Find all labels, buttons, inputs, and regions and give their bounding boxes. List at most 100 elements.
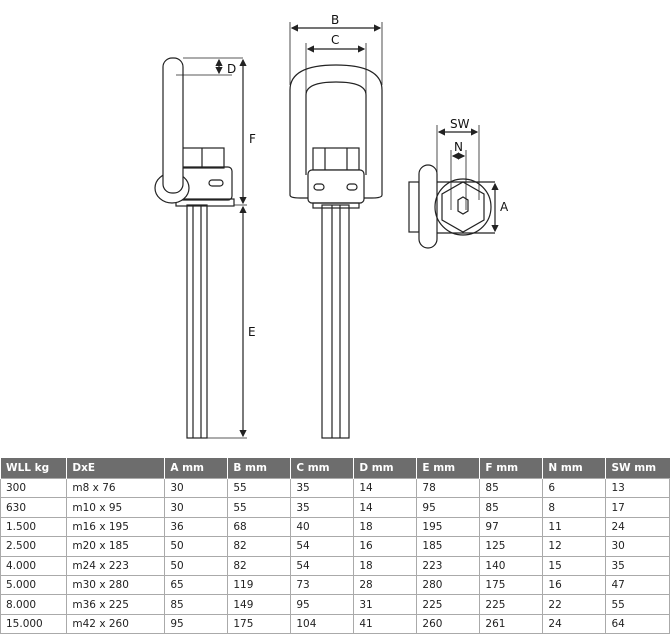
table-cell: 40	[290, 516, 355, 538]
table-cell: m16 x 195	[66, 516, 166, 538]
column-header: F mm	[479, 458, 543, 479]
table-cell: m36 x 225	[66, 594, 166, 615]
table-cell: 16	[542, 574, 607, 596]
dim-label-e: E	[248, 325, 256, 339]
table-cell: 15.000	[0, 613, 68, 635]
table-cell: 6	[542, 477, 607, 499]
table-cell: 261	[479, 613, 544, 635]
table-cell: 13	[605, 477, 670, 499]
table-cell: 225	[416, 594, 481, 615]
table-cell: 18	[353, 555, 418, 576]
table-cell: 104	[290, 613, 355, 635]
table-cell: 36	[164, 516, 229, 538]
table-cell: 28	[353, 574, 418, 596]
table-cell: 4.000	[0, 555, 68, 576]
front-view: B C	[289, 13, 383, 439]
table-cell: 260	[416, 613, 481, 635]
table-cell: 30	[605, 536, 670, 557]
table-cell: 31	[353, 594, 418, 615]
table-cell: 35	[605, 555, 670, 576]
table-cell: 50	[164, 536, 229, 557]
table-cell: 95	[416, 497, 481, 518]
table-cell: 55	[227, 497, 292, 518]
table-cell: 22	[542, 594, 607, 615]
side-view: D F E	[154, 57, 256, 439]
table-cell: 54	[290, 555, 355, 576]
column-header: D mm	[353, 458, 417, 479]
table-cell: 24	[542, 613, 607, 635]
table-cell: 300	[0, 477, 68, 499]
dim-label-d: D	[227, 62, 236, 76]
table-cell: 225	[479, 594, 544, 615]
dim-label-sw: SW	[450, 117, 470, 131]
table-cell: 85	[164, 594, 229, 615]
table-cell: m10 x 95	[66, 497, 166, 518]
table-cell: 119	[227, 574, 292, 596]
dim-label-c: C	[331, 33, 339, 47]
top-view: SW N A	[408, 117, 509, 249]
dim-label-n: N	[454, 140, 463, 154]
table-cell: 35	[290, 477, 355, 499]
technical-drawing: D F E B C SW N A	[154, 13, 509, 439]
table-cell: 82	[227, 536, 292, 557]
column-header: B mm	[227, 458, 291, 479]
table-cell: 24	[605, 516, 670, 538]
table-cell: 149	[227, 594, 292, 615]
dim-label-b: B	[331, 13, 339, 27]
table-cell: 55	[227, 477, 292, 499]
table-cell: 82	[227, 555, 292, 576]
table-cell: m24 x 223	[66, 555, 166, 576]
table-cell: 95	[290, 594, 355, 615]
column-header: WLL kg	[0, 458, 67, 479]
dim-label-a: A	[500, 200, 509, 214]
table-cell: 223	[416, 555, 481, 576]
column-header: N mm	[542, 458, 606, 479]
table-cell: 97	[479, 516, 544, 538]
table-cell: 85	[479, 477, 544, 499]
table-cell: m30 x 280	[66, 574, 166, 596]
table-cell: 16	[353, 536, 418, 557]
table-cell: 54	[290, 536, 355, 557]
table-cell: m8 x 76	[66, 477, 166, 499]
table-cell: 30	[164, 497, 229, 518]
table-cell: 35	[290, 497, 355, 518]
table-cell: 280	[416, 574, 481, 596]
table-cell: 8	[542, 497, 607, 518]
table-cell: 50	[164, 555, 229, 576]
table-cell: 630	[0, 497, 68, 518]
table-cell: 41	[353, 613, 418, 635]
table-cell: 12	[542, 536, 607, 557]
table-cell: 17	[605, 497, 670, 518]
table-cell: 85	[479, 497, 544, 518]
table-cell: 78	[416, 477, 481, 499]
table-cell: 2.500	[0, 536, 68, 557]
table-cell: 185	[416, 536, 481, 557]
table-cell: 30	[164, 477, 229, 499]
table-cell: 125	[479, 536, 544, 557]
table-cell: 15	[542, 555, 607, 576]
column-header: DxE	[66, 458, 165, 479]
table-cell: 175	[227, 613, 292, 635]
column-header: A mm	[164, 458, 228, 479]
column-header: SW mm	[605, 458, 670, 479]
table-cell: 18	[353, 516, 418, 538]
table-cell: 14	[353, 497, 418, 518]
dim-label-f: F	[249, 132, 256, 146]
table-cell: 95	[164, 613, 229, 635]
table-cell: 5.000	[0, 574, 68, 596]
column-header: C mm	[290, 458, 354, 479]
table-cell: 65	[164, 574, 229, 596]
table-cell: 140	[479, 555, 544, 576]
table-cell: m20 x 185	[66, 536, 166, 557]
table-cell: 1.500	[0, 516, 68, 538]
table-cell: 11	[542, 516, 607, 538]
